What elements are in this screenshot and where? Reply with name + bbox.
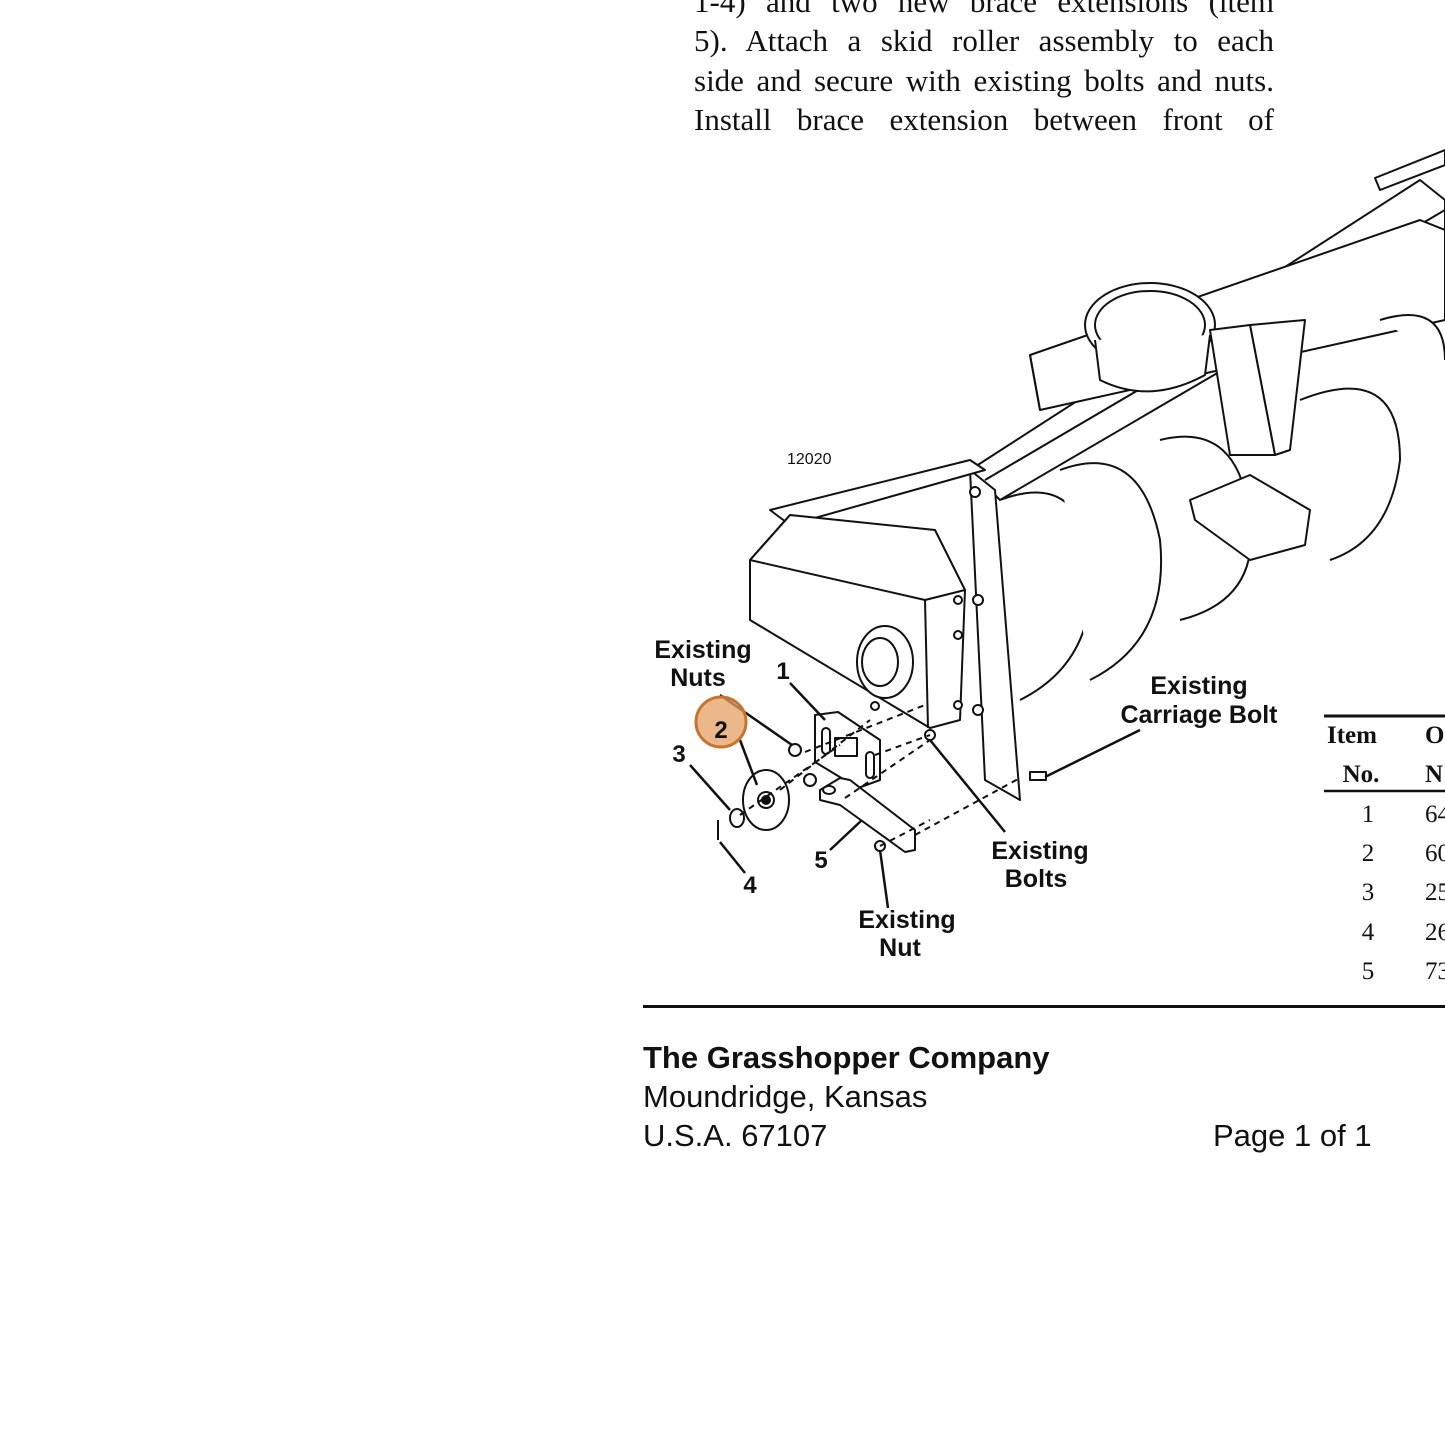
- table-cell-part: 64: [1425, 801, 1445, 828]
- table-cell-item: 2: [1362, 840, 1375, 867]
- table-header-item: Item: [1327, 722, 1377, 749]
- table-header-item: No.: [1343, 761, 1380, 788]
- label-existing-bolts: Existing: [991, 837, 1088, 865]
- footer-address: The Grasshopper Company Moundridge, Kans…: [643, 1038, 1050, 1155]
- parts-table: Item No. O N 1 64 2 60 3 25 4 26 5 73: [1324, 714, 1445, 985]
- paragraph-line: 1-4) and two new brace extensions (item: [694, 0, 1274, 19]
- table-cell-part: 60: [1425, 840, 1445, 867]
- label-existing-nut: Existing: [858, 906, 955, 934]
- figure-id: 12020: [787, 451, 832, 468]
- label-existing-bolts: Bolts: [1005, 865, 1068, 893]
- assembly-dashed-lines: [739, 704, 1021, 847]
- company-name: The Grasshopper Company: [643, 1040, 1050, 1075]
- callout-3: 3: [672, 741, 685, 768]
- auger-housing-illustration: [717, 149, 1445, 853]
- table-header-part: N: [1425, 761, 1443, 788]
- label-existing-carriage-bolt: Carriage Bolt: [1121, 701, 1279, 729]
- label-existing-nuts: Existing: [654, 636, 751, 664]
- label-existing-carriage-bolt: Existing: [1150, 672, 1247, 700]
- table-cell-part: 25: [1425, 879, 1445, 906]
- callout-2-highlight: [694, 695, 748, 749]
- table-cell-item: 3: [1362, 879, 1375, 906]
- label-existing-nuts: Nuts: [670, 664, 726, 692]
- paragraph-line: Install brace extension between front of: [694, 101, 1274, 137]
- callout-5: 5: [814, 847, 827, 874]
- callout-2: 2: [714, 717, 727, 744]
- table-cell-part: 26: [1425, 919, 1445, 946]
- footer-divider: [643, 1005, 1445, 1008]
- paragraph-line: 5). Attach a skid roller assembly to eac…: [694, 23, 1274, 59]
- table-cell-item: 1: [1362, 801, 1375, 828]
- table-cell-item: 4: [1362, 919, 1375, 946]
- page-number: Page 1 of 1: [1213, 1118, 1372, 1153]
- table-header-part: O: [1425, 722, 1444, 749]
- callout-4: 4: [743, 872, 757, 899]
- callout-1: 1: [776, 658, 789, 685]
- company-city: Moundridge, Kansas: [643, 1079, 928, 1114]
- instruction-paragraph: 1-4) and two new brace extensions (item …: [694, 0, 1274, 139]
- table-cell-part: 73: [1425, 958, 1445, 985]
- skid-roller-installation-diagram: 12020 Existing Nuts Existing Carriage Bo…: [654, 149, 1445, 985]
- paragraph-line: side and secure with existing bolts and …: [694, 62, 1274, 98]
- table-cell-item: 5: [1362, 958, 1375, 985]
- label-existing-nut: Nut: [879, 934, 921, 962]
- company-country-zip: U.S.A. 67107: [643, 1118, 828, 1153]
